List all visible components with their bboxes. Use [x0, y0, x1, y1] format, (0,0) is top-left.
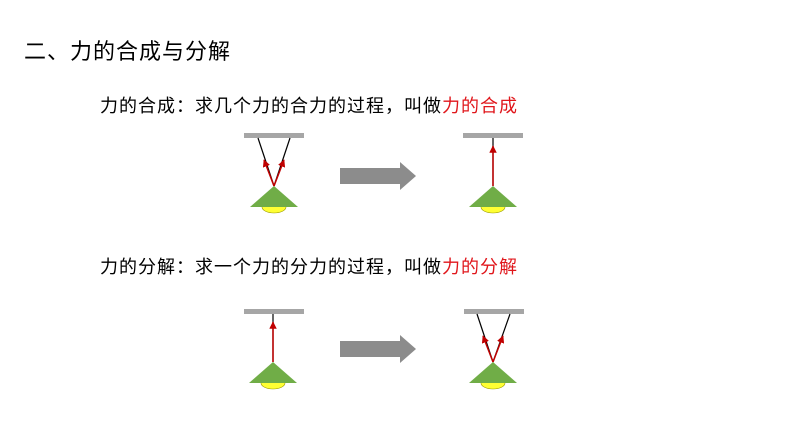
lamp-icon: [250, 186, 298, 214]
force-arrow-right: [492, 335, 505, 363]
lamp-icon: [469, 186, 517, 214]
synthesis-term: 力的合成: [442, 96, 518, 117]
ceiling-bar-icon: [244, 309, 304, 314]
right-arrow-icon: [340, 162, 416, 190]
decomposition-definition-text: 力的分解：求一个力的分力的过程，叫做: [100, 257, 442, 278]
force-arrow-left: [481, 335, 494, 363]
ceiling-bar-icon: [244, 133, 304, 138]
decomposition-definition: 力的分解：求一个力的分力的过程，叫做力的分解: [100, 253, 518, 279]
ceiling-bar-icon: [463, 133, 523, 138]
force-arrow-left: [262, 159, 275, 187]
right-arrow-icon: [340, 335, 416, 363]
decomposition-two-string-lamp: [464, 309, 524, 390]
synthesis-definition-text: 力的合成：求几个力的合力的过程，叫做: [100, 96, 442, 117]
synthesis-definition: 力的合成：求几个力的合力的过程，叫做力的合成: [100, 92, 518, 118]
lamp-icon: [249, 362, 297, 390]
synthesis-two-string-lamp: [244, 133, 304, 214]
synthesis-one-string-lamp: [463, 133, 523, 214]
force-arrow-right: [273, 159, 286, 187]
section-heading: 二、力的合成与分解: [24, 40, 232, 65]
ceiling-bar-icon: [464, 309, 524, 314]
lamp-icon: [469, 362, 517, 390]
decomposition-term: 力的分解: [442, 257, 518, 278]
decomposition-one-string-lamp: [244, 309, 304, 390]
